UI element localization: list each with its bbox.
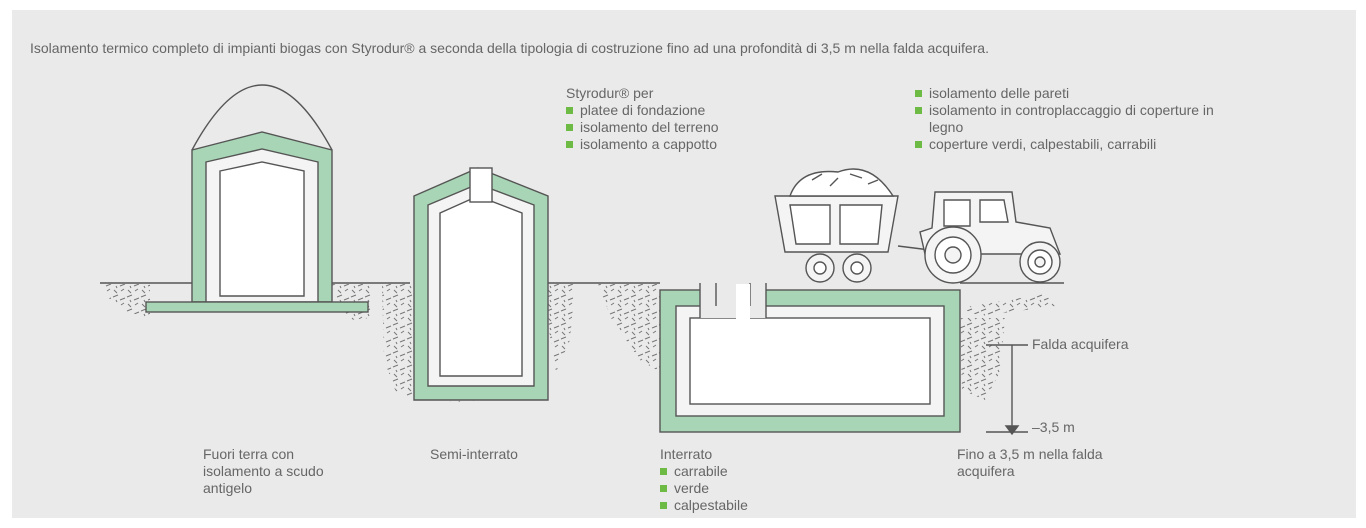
groundwater-label: Falda acquifera bbox=[1032, 336, 1129, 352]
list-item: platee di fondazione bbox=[566, 102, 719, 119]
down-to-label: Fino a 3,5 m nella falda acquifera bbox=[957, 446, 1103, 479]
buried-tank bbox=[659, 283, 961, 433]
groundwater-marker bbox=[986, 344, 1028, 436]
above-ground-silo bbox=[145, 84, 369, 313]
list-item: isolamento a cappotto bbox=[566, 136, 719, 153]
semi-buried-label: Semi-interrato bbox=[430, 446, 518, 462]
tractor-trailer bbox=[774, 168, 1062, 284]
list-item: verde bbox=[660, 480, 748, 497]
list-item: carrabile bbox=[660, 463, 748, 480]
list-item: isolamento delle pareti bbox=[915, 85, 1229, 102]
semi-buried-silo bbox=[413, 167, 549, 401]
uses-a-block: Styrodur® per platee di fondazione isola… bbox=[566, 85, 719, 153]
list-item: isolamento del terreno bbox=[566, 119, 719, 136]
above-ground-label: Fuori terra con isolamento a scudo antig… bbox=[203, 446, 324, 496]
buried-block: Interrato carrabile verde calpestabile bbox=[660, 446, 748, 514]
list-item: coperture verdi, calpestabili, carrabili bbox=[915, 136, 1229, 153]
depth-label: –3,5 m bbox=[1032, 419, 1075, 435]
uses-a-heading: Styrodur® per bbox=[566, 85, 654, 101]
list-item: isolamento in controplaccaggio di copert… bbox=[915, 102, 1229, 136]
uses-b-block: isolamento delle pareti isolamento in co… bbox=[915, 85, 1229, 153]
buried-label: Interrato bbox=[660, 446, 713, 462]
list-item: calpestabile bbox=[660, 497, 748, 514]
intro-text: Isolamento termico completo di impianti … bbox=[30, 40, 989, 56]
